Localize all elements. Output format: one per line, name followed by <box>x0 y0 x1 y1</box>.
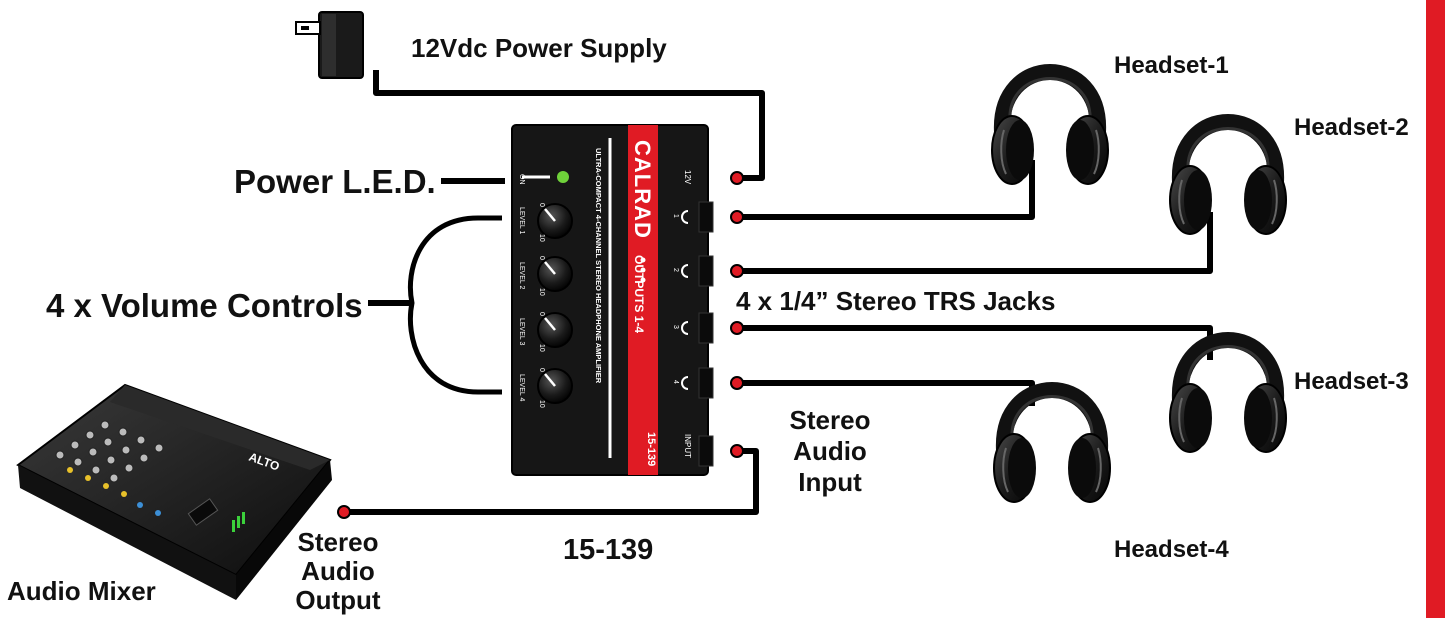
amplifier-device <box>511 124 714 476</box>
audio-mixer-label: Audio Mixer <box>7 576 156 606</box>
cables <box>344 70 1213 515</box>
volume-knob-1[interactable] <box>537 203 573 239</box>
volume-controls-label: 4 x Volume Controls <box>46 287 363 324</box>
knob-min-3: 0 <box>538 312 545 316</box>
volume-knob-2[interactable] <box>537 256 573 292</box>
accent-border <box>1426 0 1445 618</box>
knob-label-4: LEVEL 4 <box>518 374 525 401</box>
output-jack-dot-2 <box>730 264 744 278</box>
volume-knob-3[interactable] <box>537 312 573 348</box>
knob-min-2: 0 <box>538 256 545 260</box>
stereo-output-line-3: Output <box>295 585 381 615</box>
power-led-label: Power L.E.D. <box>234 163 436 200</box>
knob-max-2: 10 <box>538 288 545 296</box>
headset-2-image <box>1170 122 1286 234</box>
volume-knob-4[interactable] <box>537 368 573 404</box>
knob-max-4: 10 <box>538 400 545 408</box>
output-jack-dot-3 <box>730 321 744 335</box>
input-cable <box>344 448 759 515</box>
device-subtitle: ULTRA-COMPACT 4-CHANNEL STEREO HEADPHONE… <box>594 148 603 384</box>
stereo-input-line-2: Audio <box>793 436 867 466</box>
device-model: 15-139 <box>645 432 657 466</box>
knob-min-1: 0 <box>538 203 545 207</box>
headset-1-image <box>992 72 1108 184</box>
connection-points <box>337 171 744 519</box>
device-outputs-label: OUTPUTS 1-4 <box>632 255 646 333</box>
jack-number-4: 4 <box>672 380 679 384</box>
output-jack-dot-1 <box>730 210 744 224</box>
stereo-output-line-2: Audio <box>301 556 375 586</box>
jack-number-2: 2 <box>672 268 679 272</box>
headset-2-label: Headset-2 <box>1294 114 1409 141</box>
power-jack-dot <box>730 171 744 185</box>
power-cable <box>373 70 765 181</box>
model-label: 15-139 <box>563 534 654 566</box>
knob-max-1: 10 <box>538 234 545 242</box>
headset-3-label: Headset-3 <box>1294 368 1409 395</box>
headset-1-label: Headset-1 <box>1114 52 1229 79</box>
knob-label-3: LEVEL 3 <box>518 318 525 345</box>
trs-jacks-label: 4 x 1/4” Stereo TRS Jacks <box>736 286 1056 316</box>
cable-headset-2 <box>737 212 1213 274</box>
knob-min-4: 0 <box>538 368 545 372</box>
headset-4-label: Headset-4 <box>1114 536 1229 563</box>
stereo-input-label: Stereo Audio Input <box>775 405 885 498</box>
power-led <box>557 171 569 183</box>
knob-label-2: LEVEL 2 <box>518 262 525 289</box>
audio-mixer-image: ALTO ZMX <box>16 383 332 600</box>
power-supply-label: 12Vdc Power Supply <box>411 33 667 63</box>
stereo-output-line-1: Stereo <box>297 527 379 557</box>
jack-number-1: 1 <box>672 214 679 218</box>
mixer-model-text: ZMX <box>261 410 285 428</box>
mixer-output-dot <box>337 505 351 519</box>
stereo-input-line-3: Input <box>798 467 862 497</box>
headset-4-image <box>994 390 1110 502</box>
device-on-label: ON <box>518 174 525 185</box>
cable-headset-4 <box>737 380 1035 406</box>
cable-headset-1 <box>737 160 1035 220</box>
input-jack-dot <box>730 444 744 458</box>
output-jack-dot-4 <box>730 376 744 390</box>
headset-3-image <box>1170 340 1286 452</box>
knob-label-1: LEVEL 1 <box>518 207 525 234</box>
device-input-label: INPUT <box>683 434 692 458</box>
cable-headset-3 <box>737 325 1213 360</box>
knob-max-3: 10 <box>538 344 545 352</box>
volume-knobs <box>537 203 573 404</box>
stereo-output-label: Stereo Audio Output <box>283 528 393 615</box>
device-brand: CALRAD <box>630 140 655 239</box>
jack-number-3: 3 <box>672 325 679 329</box>
power-adapter <box>295 11 364 79</box>
stereo-input-line-1: Stereo <box>789 405 871 435</box>
device-power-label: 12V <box>683 170 692 185</box>
